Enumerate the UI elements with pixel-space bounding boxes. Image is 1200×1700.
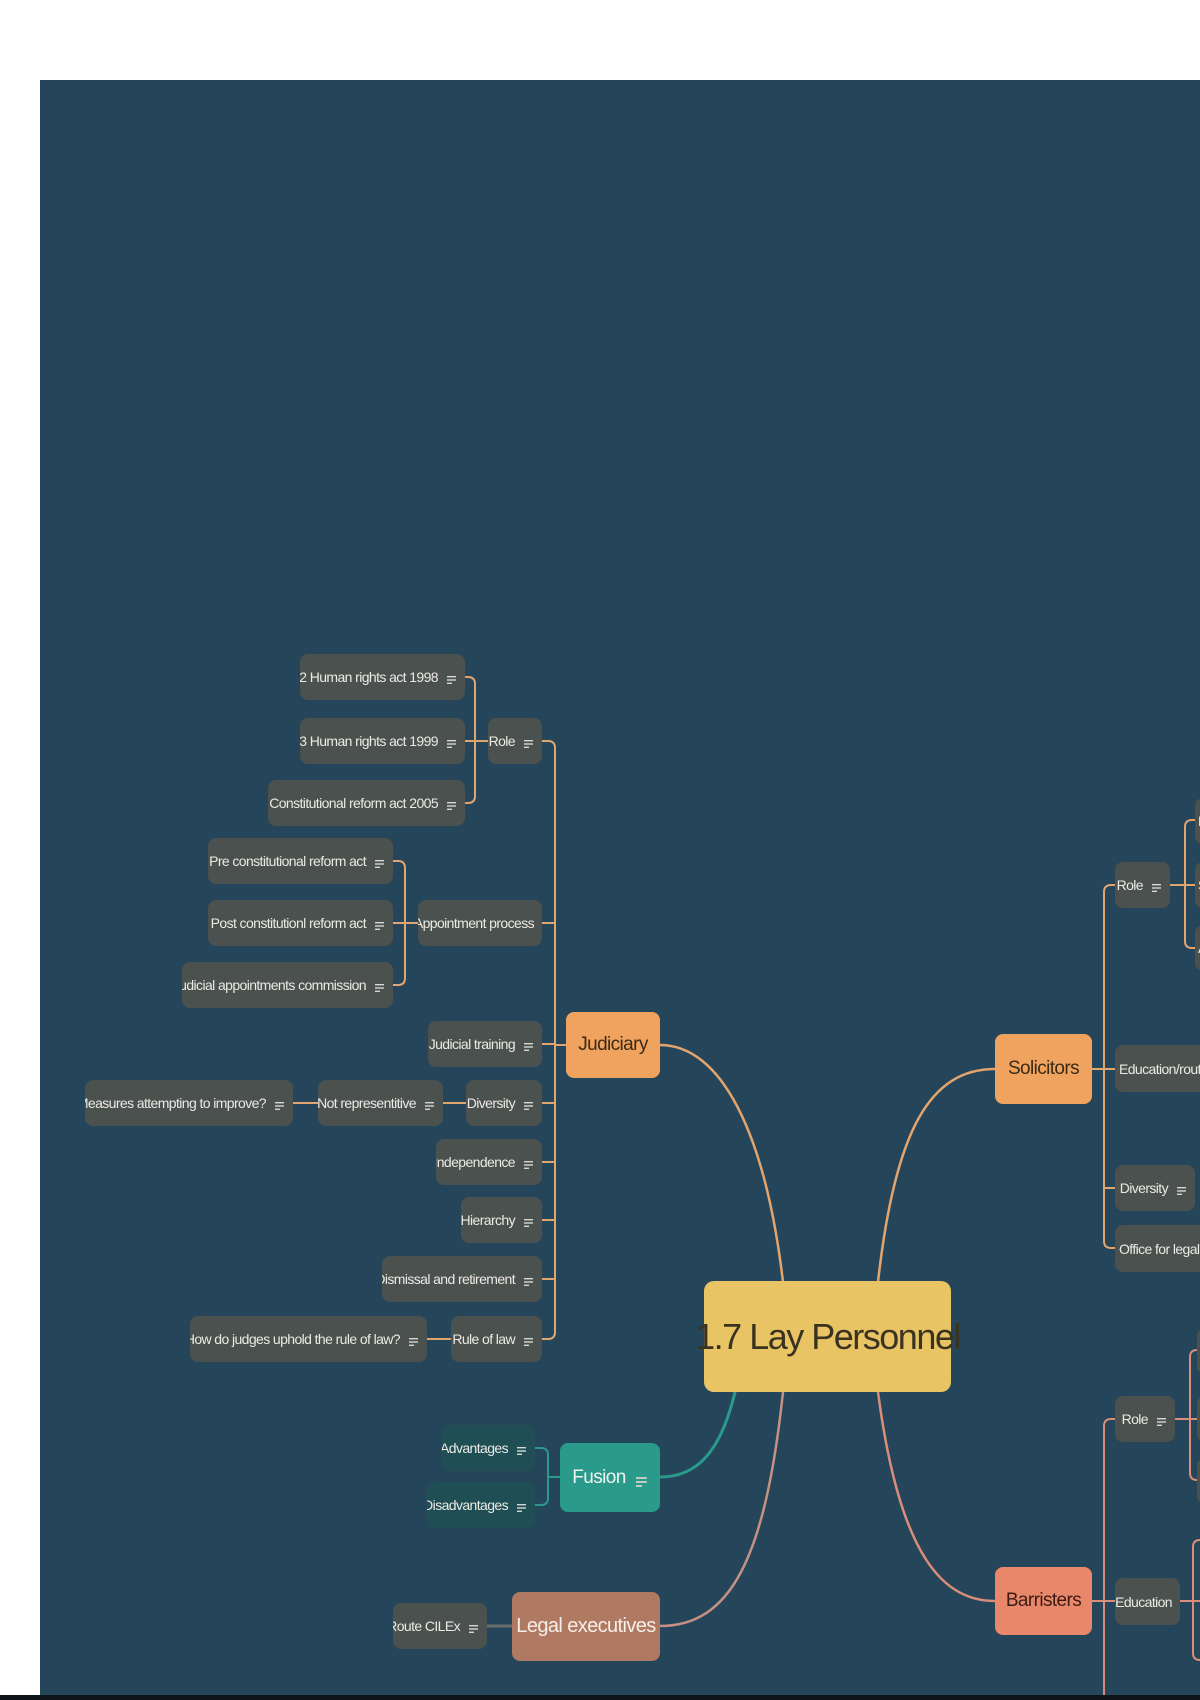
node-label: Hierarchy xyxy=(461,1212,516,1228)
node-label: Diversity xyxy=(466,1095,516,1111)
mind-map-canvas[interactable] xyxy=(40,80,1200,1695)
barristers-child-stub[interactable] xyxy=(1197,1396,1200,1442)
node-label: s3 Human rights act 1999 xyxy=(300,733,439,749)
notes-icon xyxy=(409,1334,419,1346)
node-label: Rule of law xyxy=(452,1331,515,1347)
node-label: Disadvantages xyxy=(427,1497,509,1513)
node-label: A xyxy=(1198,940,1200,956)
notes-icon xyxy=(1177,1183,1187,1195)
solicitors-office-for-legal[interactable]: Office for legal xyxy=(1115,1225,1200,1272)
notes-icon xyxy=(524,1098,534,1110)
solicitors-role[interactable]: Role xyxy=(1115,862,1170,908)
judiciary-independence[interactable]: Independence xyxy=(436,1139,542,1185)
bottom-edge xyxy=(0,1695,1200,1700)
judiciary-dismissal[interactable]: Dismissal and retirement xyxy=(382,1256,542,1302)
notes-icon xyxy=(1152,880,1162,892)
node-label: Judicial appointments commission xyxy=(182,977,367,993)
solicitors-role-child[interactable]: L xyxy=(1195,798,1200,844)
notes-icon xyxy=(635,1472,648,1487)
node-label: Office for legal xyxy=(1119,1240,1200,1257)
node-label: Fusion xyxy=(572,1466,626,1488)
notes-icon xyxy=(524,1274,534,1286)
diversity-measures[interactable]: Measures attempting to improve? xyxy=(85,1080,293,1126)
notes-icon xyxy=(524,736,534,748)
barristers-education[interactable]: Education xyxy=(1115,1578,1180,1625)
role-child[interactable]: Constitutional reform act 2005 xyxy=(268,780,465,826)
appointment-child[interactable]: Judicial appointments commission xyxy=(182,962,393,1008)
node-label: Measures attempting to improve? xyxy=(85,1095,267,1111)
notes-icon xyxy=(375,980,385,992)
notes-icon xyxy=(517,1500,527,1512)
topic-solicitors[interactable]: Solicitors xyxy=(995,1034,1092,1104)
node-label: Education/rout xyxy=(1119,1060,1200,1077)
node-label: Role xyxy=(1121,1411,1149,1427)
notes-icon xyxy=(1157,1414,1167,1426)
node-label: Independence xyxy=(436,1154,516,1170)
barristers-child-stub[interactable] xyxy=(1197,1328,1200,1374)
node-label: Route CILEx xyxy=(393,1618,461,1634)
topic-fusion[interactable]: Fusion xyxy=(560,1443,660,1512)
barristers-child-stub[interactable] xyxy=(1197,1458,1200,1504)
notes-icon xyxy=(524,1039,534,1051)
notes-icon xyxy=(447,736,457,748)
notes-icon xyxy=(275,1098,285,1110)
judiciary-appointment-process[interactable]: Appointment process xyxy=(418,900,542,946)
solicitors-education-routes[interactable]: Education/rout xyxy=(1115,1045,1200,1092)
node-label: Constitutional reform act 2005 xyxy=(269,795,438,811)
solicitors-role-child[interactable]: S xyxy=(1195,862,1200,908)
fusion-disadvantages[interactable]: Disadvantages xyxy=(427,1482,535,1528)
notes-icon xyxy=(469,1621,479,1633)
node-label: L xyxy=(1198,813,1200,829)
notes-icon xyxy=(375,918,385,930)
judiciary-role[interactable]: Role xyxy=(488,718,542,764)
node-label: Diversity xyxy=(1119,1180,1169,1196)
node-label: Not representitive xyxy=(318,1095,417,1111)
node-label: Pre constitutional reform act xyxy=(209,853,367,869)
rule-of-law-question[interactable]: How do judges uphold the rule of law? xyxy=(190,1316,427,1362)
node-label: Role xyxy=(1116,877,1144,893)
appointment-child[interactable]: Post constitutionl reform act xyxy=(208,900,393,946)
notes-icon xyxy=(447,798,457,810)
notes-icon xyxy=(375,856,385,868)
fusion-advantages[interactable]: Advantages xyxy=(442,1425,535,1471)
diversity-not-representative[interactable]: Not representitive xyxy=(318,1080,443,1126)
judiciary-rule-of-law[interactable]: Rule of law xyxy=(451,1316,542,1362)
node-label: Post constitutionl reform act xyxy=(210,915,367,931)
topic-judiciary[interactable]: Judiciary xyxy=(566,1012,660,1078)
barristers-role[interactable]: Role xyxy=(1115,1396,1175,1442)
notes-icon xyxy=(517,1443,527,1455)
solicitors-diversity[interactable]: Diversity xyxy=(1115,1165,1195,1211)
node-label: S xyxy=(1198,877,1200,893)
judiciary-diversity[interactable]: Diversity xyxy=(466,1080,542,1126)
node-label: Appointment process xyxy=(418,915,535,931)
notes-icon xyxy=(524,1334,534,1346)
notes-icon xyxy=(425,1098,435,1110)
notes-icon xyxy=(447,672,457,684)
role-child[interactable]: s2 Human rights act 1998 xyxy=(300,654,465,700)
role-child[interactable]: s3 Human rights act 1999 xyxy=(300,718,465,764)
node-label: Advantages xyxy=(442,1440,509,1456)
node-label: Education xyxy=(1115,1593,1172,1610)
node-label: Dismissal and retirement xyxy=(382,1271,516,1287)
judiciary-hierarchy[interactable]: Hierarchy xyxy=(461,1197,542,1243)
appointment-child[interactable]: Pre constitutional reform act xyxy=(208,838,393,884)
notes-icon xyxy=(524,1215,534,1227)
node-label: Judicial training xyxy=(428,1036,516,1052)
notes-icon xyxy=(524,1157,534,1169)
legal-executives-route-cilex[interactable]: Route CILEx xyxy=(393,1603,487,1649)
node-label: Role xyxy=(488,733,516,749)
node-label: How do judges uphold the rule of law? xyxy=(190,1331,401,1347)
topic-legal-executives[interactable]: Legal executives xyxy=(512,1592,660,1661)
topic-barristers[interactable]: Barristers xyxy=(995,1567,1092,1635)
node-label: s2 Human rights act 1998 xyxy=(300,669,439,685)
central-topic[interactable]: 1.7 Lay Personnel xyxy=(695,1281,961,1392)
solicitors-role-child[interactable]: A xyxy=(1195,925,1200,971)
judiciary-training[interactable]: Judicial training xyxy=(428,1021,542,1067)
